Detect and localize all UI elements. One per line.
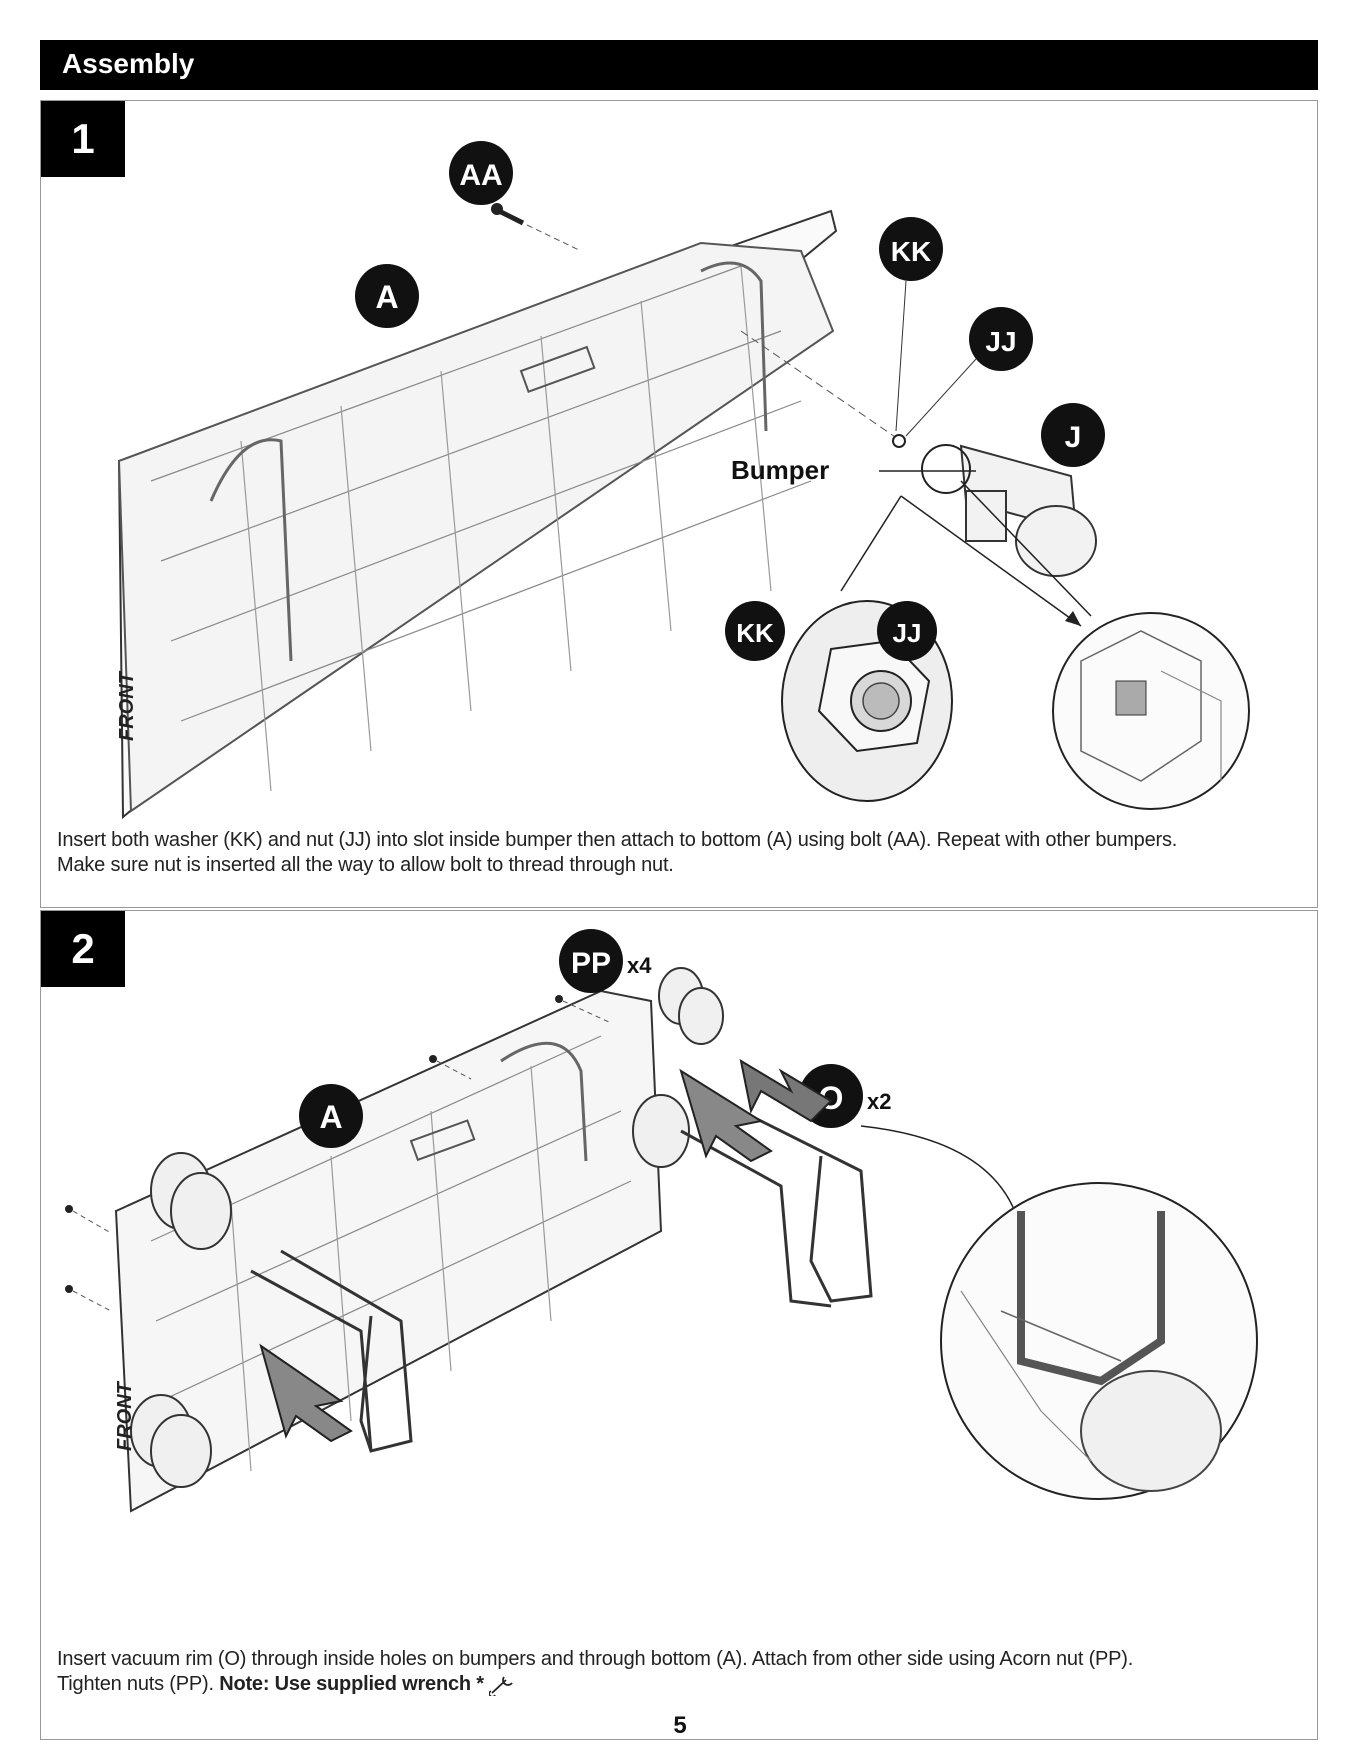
front-label: FRONT [116,670,138,741]
step-1-number: 1 [41,101,125,177]
note-asterisk: * [476,1673,484,1695]
svg-text:A: A [319,1099,342,1135]
washer-small-icon [892,434,906,448]
wrench-note: Note: Use supplied wrench [219,1673,471,1695]
vacuum-rim-zoom-detail [940,1182,1258,1500]
callout-kk-detail [725,601,785,661]
callout-j [1041,403,1105,467]
step-1-instruction: Insert both washer (KK) and nut (JJ) int… [57,829,1178,876]
step-2-illustration: FRONT PP x4 A O x2 [65,929,1258,1513]
bumper-slot-circle [921,444,971,494]
callout-kk [879,217,943,281]
washer-nut-detail [781,600,953,802]
page-title: Assembly [62,48,195,79]
step-1-illustration: FRONT AA A KK JJ J [116,141,1250,820]
svg-text:J: J [1065,421,1082,454]
svg-text:KK: KK [891,236,931,267]
bumper-label: Bumper [731,455,829,485]
header-bar: Assembly [40,40,1318,90]
vacuum-rim-icon [680,1099,873,1308]
svg-text:JJ: JJ [893,618,922,648]
step-1-panel: 1 FRONT AA A KK JJ [40,100,1318,908]
svg-text:AA: AA [459,159,502,192]
step-2-instruction: Insert vacuum rim (O) through inside hol… [57,1648,1134,1698]
callout-a [299,1084,363,1148]
bolt-icon [491,203,582,252]
svg-text:JJ: JJ [985,326,1016,357]
step-2-number: 2 [41,911,125,987]
svg-text:A: A [375,279,398,315]
svg-text:PP: PP [571,947,611,980]
callout-pp [559,929,623,993]
insert-arrow-icon [259,1058,833,1443]
callout-jj [969,307,1033,371]
svg-text:KK: KK [736,618,774,648]
front-label: FRONT [114,1380,136,1451]
acorn-nut-icons [65,995,612,1312]
acorn-nut-qty: x4 [627,953,652,978]
page-number: 5 [673,1712,687,1739]
callout-a [355,264,419,328]
tray-bottom-part [117,209,838,820]
step-2-panel: 2 FRONT [40,910,1318,1740]
bumper-rollers [130,967,724,1488]
callout-jj-detail [877,601,937,661]
callout-aa [449,141,513,205]
vacuum-rim-icon-left [250,1249,413,1453]
vacuum-rim-qty: x2 [867,1089,891,1114]
bumper-zoom-detail [1052,612,1250,810]
wrench-icon [488,1676,513,1698]
